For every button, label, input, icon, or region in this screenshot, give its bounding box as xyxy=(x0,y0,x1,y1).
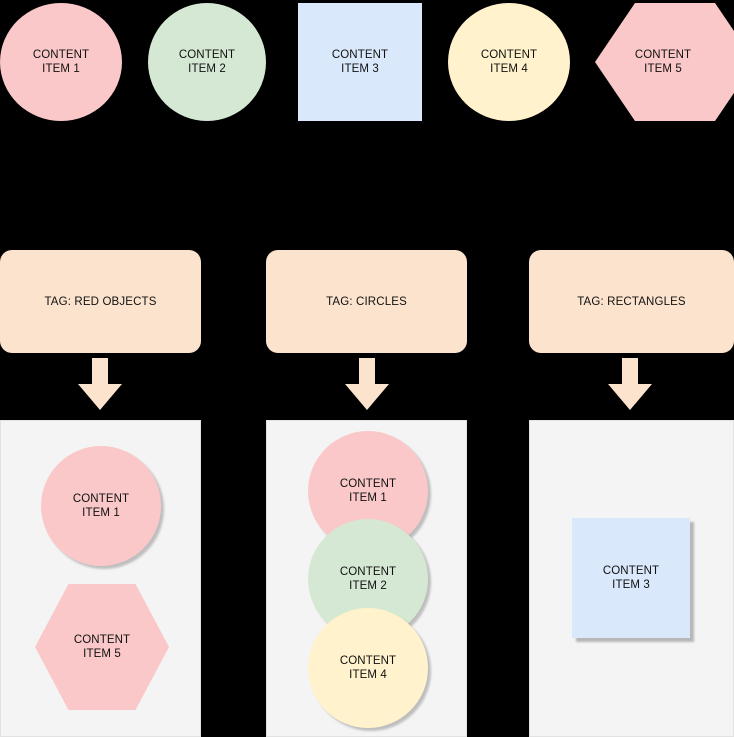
tag-box-rectangles[interactable]: TAG: RECTANGLES xyxy=(529,250,734,353)
bucket-item-label: CONTENT ITEM 1 xyxy=(72,493,130,519)
source-shape-content-item-3[interactable]: CONTENT ITEM 3 xyxy=(298,3,422,121)
bucket-item-label: CONTENT ITEM 3 xyxy=(602,565,660,591)
source-shape-label: CONTENT ITEM 1 xyxy=(32,49,90,75)
bucket-item-content-item-4[interactable]: CONTENT ITEM 4 xyxy=(308,608,428,728)
tag-label: TAG: RECTANGLES xyxy=(577,295,686,308)
bucket-item-label: CONTENT ITEM 1 xyxy=(339,478,397,504)
arrow-shaft xyxy=(359,358,375,384)
arrow-tag-circles-to-bucket xyxy=(345,358,389,414)
arrow-head xyxy=(345,384,389,410)
tag-label: TAG: CIRCLES xyxy=(326,295,407,308)
arrow-tag-rectangles-to-bucket xyxy=(608,358,652,414)
source-shape-content-item-5[interactable]: CONTENT ITEM 5 xyxy=(595,3,734,121)
source-shape-label: CONTENT ITEM 4 xyxy=(480,49,538,75)
bucket-circles: CONTENT ITEM 1 CONTENT ITEM 2 CONTENT IT… xyxy=(266,420,467,737)
source-shape-content-item-1[interactable]: CONTENT ITEM 1 xyxy=(0,3,122,121)
tag-box-circles[interactable]: TAG: CIRCLES xyxy=(266,250,467,353)
arrow-shaft xyxy=(92,358,108,384)
arrow-head xyxy=(608,384,652,410)
bucket-item-label: CONTENT ITEM 4 xyxy=(339,655,397,681)
bucket-item-content-item-3[interactable]: CONTENT ITEM 3 xyxy=(572,518,690,638)
arrow-tag-red-objects-to-bucket xyxy=(78,358,122,414)
source-shape-label: CONTENT ITEM 2 xyxy=(178,49,236,75)
tag-label: TAG: RED OBJECTS xyxy=(44,295,157,308)
bucket-item-content-item-5[interactable]: CONTENT ITEM 5 xyxy=(35,584,169,710)
bucket-item-label: CONTENT ITEM 5 xyxy=(73,634,131,660)
bucket-rectangles: CONTENT ITEM 3 xyxy=(529,420,734,737)
bucket-red-objects: CONTENT ITEM 1 CONTENT ITEM 5 xyxy=(0,420,201,737)
tag-box-red-objects[interactable]: TAG: RED OBJECTS xyxy=(0,250,201,353)
arrow-shaft xyxy=(622,358,638,384)
bucket-item-label: CONTENT ITEM 2 xyxy=(339,566,397,592)
bucket-item-content-item-1[interactable]: CONTENT ITEM 1 xyxy=(41,446,161,566)
source-shape-content-item-2[interactable]: CONTENT ITEM 2 xyxy=(148,3,266,121)
source-shape-label: CONTENT ITEM 3 xyxy=(331,49,389,75)
source-shape-content-item-4[interactable]: CONTENT ITEM 4 xyxy=(448,3,570,121)
source-shape-label: CONTENT ITEM 5 xyxy=(634,49,692,75)
arrow-head xyxy=(78,384,122,410)
